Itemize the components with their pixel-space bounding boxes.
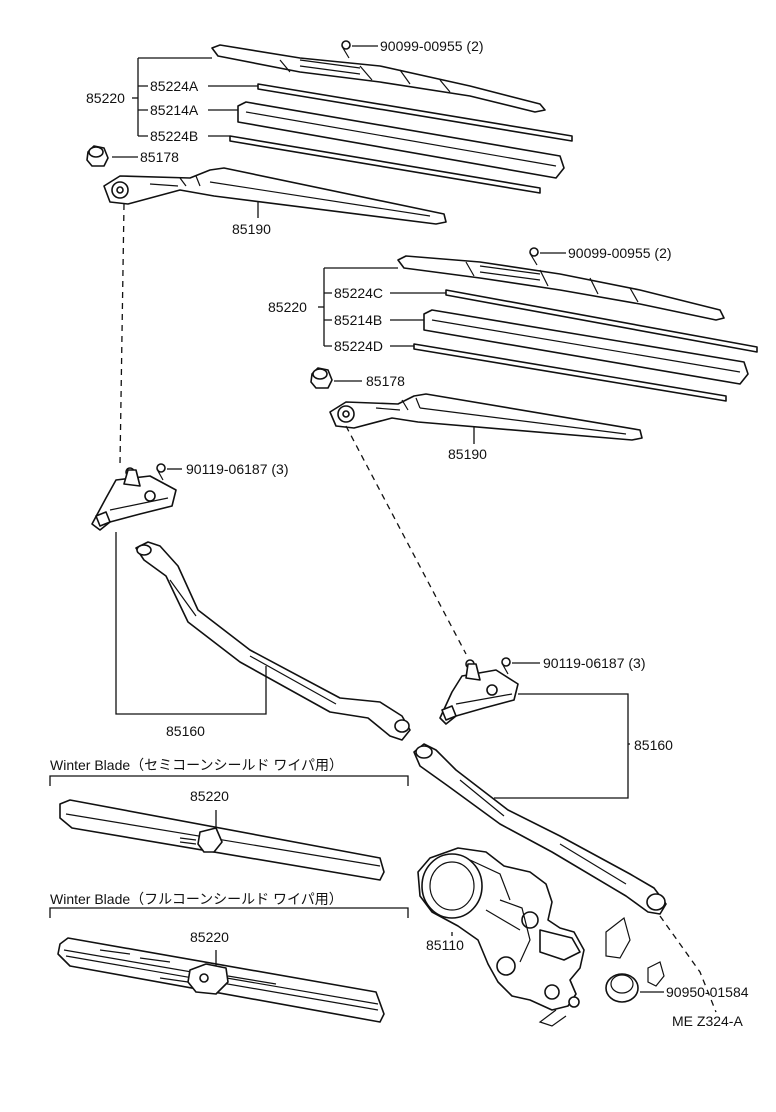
part-labels: 90099-00955 (2) 85220 85224A 85214A 8522… — [50, 38, 749, 1029]
label-grommet: 90950-01584 — [666, 984, 749, 1000]
blade-assembly-front — [211, 40, 573, 194]
rubber-rear-d — [413, 343, 727, 402]
label-winter-blade-semi-title: Winter Blade（セミコーンシールド ワイパ用） — [50, 757, 343, 773]
holder-rear — [423, 309, 749, 385]
link-rod-left — [135, 541, 411, 741]
label-rubber-rear-d: 85224D — [334, 338, 383, 354]
label-winter-blade-full-part: 85220 — [190, 929, 229, 945]
label-screw-front: 90099-00955 (2) — [380, 38, 484, 54]
alignment-line-right — [345, 425, 467, 655]
link-right-leader — [494, 693, 629, 799]
label-link-left: 85160 — [166, 723, 205, 739]
label-cap-rear: 85178 — [366, 373, 405, 389]
label-rubber-front-a: 85224A — [150, 78, 199, 94]
blade-frame-rear — [397, 255, 725, 321]
screw-front-icon — [341, 40, 351, 59]
blade-frame-front — [211, 44, 546, 113]
pivot-left — [91, 463, 177, 531]
bolt-left-icon — [156, 463, 166, 481]
label-motor: 85110 — [426, 937, 464, 953]
link-rod-right — [413, 743, 667, 915]
label-winter-blade-full-title: Winter Blade（フルコーンシールド ワイパ用） — [50, 891, 343, 907]
arm-front — [103, 167, 447, 225]
blade-assembly-rear — [397, 247, 758, 402]
label-blade-front: 85220 — [86, 90, 125, 106]
arm-rear — [329, 393, 643, 441]
label-screw-rear: 90099-00955 (2) — [568, 245, 672, 261]
label-winter-blade-semi-part: 85220 — [190, 788, 229, 804]
rubber-front-a — [257, 83, 573, 142]
label-bolt-pivot-right: 90119-06187 (3) — [543, 655, 645, 671]
screw-rear-icon — [529, 247, 539, 266]
label-drawing-code: ME Z324-A — [672, 1013, 743, 1029]
grommet-icon — [605, 916, 665, 1003]
label-arm-rear: 85190 — [448, 446, 487, 462]
rear-blade-leaders — [318, 252, 566, 444]
front-blade-leaders — [112, 45, 378, 218]
winter-blade-semi — [49, 775, 409, 881]
label-rubber-rear-c: 85224C — [334, 285, 383, 301]
label-link-right: 85160 — [634, 737, 673, 753]
link-left-leader — [115, 532, 267, 715]
bolt-right-icon — [501, 657, 511, 675]
holder-front — [237, 101, 565, 179]
label-rubber-front-b: 85224B — [150, 128, 198, 144]
label-bolt-pivot-left: 90119-06187 (3) — [186, 461, 288, 477]
rubber-front-b — [229, 135, 541, 194]
label-cap-front: 85178 — [140, 149, 179, 165]
pivot-right — [439, 657, 519, 725]
label-arm-front: 85190 — [232, 221, 271, 237]
cap-rear-icon — [310, 367, 333, 389]
winter-blade-full — [49, 907, 409, 1023]
alignment-line-left — [119, 203, 125, 465]
cap-front-icon — [86, 145, 109, 167]
label-blade-rear: 85220 — [268, 299, 307, 315]
label-holder-front: 85214A — [150, 102, 199, 118]
label-holder-rear: 85214B — [334, 312, 382, 328]
wiper-motor — [417, 847, 585, 1027]
